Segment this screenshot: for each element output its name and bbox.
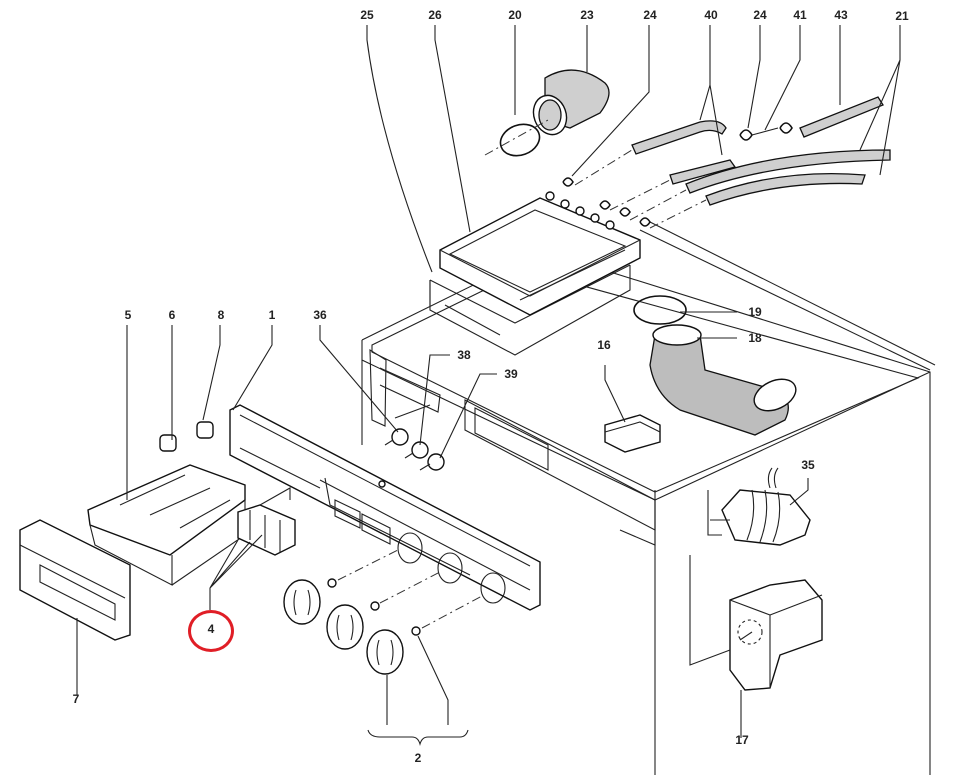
callout-35: 35: [801, 458, 815, 472]
dispenser-housing: [429, 191, 641, 356]
callout-19: 19: [748, 305, 762, 319]
callout-5: 5: [124, 308, 132, 322]
callout-24-top: 24: [643, 8, 657, 22]
callout-38: 38: [457, 348, 471, 362]
callout-41: 41: [793, 8, 807, 22]
callout-18: 18: [748, 331, 762, 345]
hose-clips: [562, 177, 651, 227]
sump-hose: [633, 295, 797, 436]
clamp-and-bellows: [484, 69, 610, 157]
callout-7: 7: [72, 692, 80, 706]
callout-17: 17: [735, 733, 749, 747]
callout-20: 20: [508, 8, 522, 22]
valve-block: [237, 487, 296, 556]
callout-39: 39: [504, 367, 518, 381]
switches: [384, 428, 445, 471]
hoses: [574, 96, 891, 229]
program-timer: [689, 555, 823, 691]
callout-36: 36: [313, 308, 327, 322]
callout-24-right: 24: [753, 8, 767, 22]
connector-block: [604, 414, 661, 453]
control-panel: [229, 404, 541, 611]
callout-1: 1: [268, 308, 276, 322]
pump-motor: [707, 467, 811, 546]
callout-43: 43: [834, 8, 848, 22]
callout-4: 4: [207, 622, 215, 636]
highlight-circle: [188, 610, 234, 652]
callout-2: 2: [414, 751, 422, 765]
callout-6: 6: [168, 308, 176, 322]
leader-lines: [76, 25, 901, 746]
callout-26: 26: [428, 8, 442, 22]
callout-16: 16: [597, 338, 611, 352]
drawer-front: [19, 519, 131, 641]
callout-25: 25: [360, 8, 374, 22]
knobs: [283, 549, 483, 675]
callout-23: 23: [580, 8, 594, 22]
callout-8: 8: [217, 308, 225, 322]
callout-40: 40: [704, 8, 718, 22]
cabinet: [361, 221, 936, 775]
callout-21: 21: [895, 9, 909, 23]
